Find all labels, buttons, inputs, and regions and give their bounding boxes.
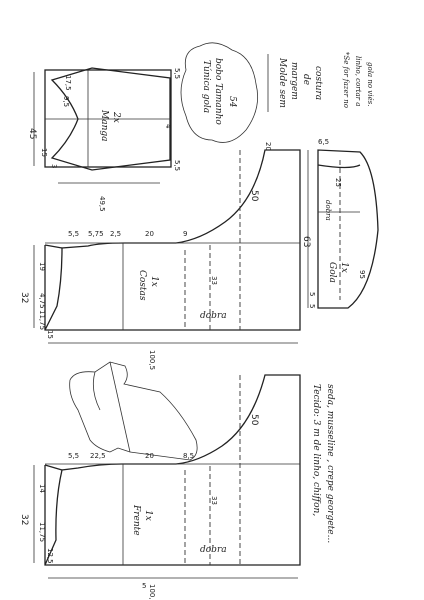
back-fold: dobra xyxy=(200,311,227,321)
back-dim-top: 20 xyxy=(264,142,272,151)
front-fold: dobra xyxy=(200,545,227,555)
note2-line2: linho, cortar a xyxy=(354,56,362,106)
front-dim-width: 32 xyxy=(19,514,29,525)
collar-dim-bottom-a: 5 xyxy=(308,292,316,296)
sleeve-dim-left-lower: 15 xyxy=(40,148,48,157)
sleeve-dim-right-bottom: 5,5 xyxy=(173,160,181,171)
collar-outline xyxy=(317,149,379,309)
sleeve-piece: 45 49,5 15 3 9,5 17,5 5,5 4 5,5 Manga 2x xyxy=(27,67,181,212)
collar-dim-bottom-b: 5 xyxy=(308,304,316,308)
note1-line1: Molde sem xyxy=(277,57,287,108)
back-dim-hem-side: 33 xyxy=(210,276,218,285)
collar-qty: 1x xyxy=(339,262,349,273)
tunic-sketch xyxy=(69,361,198,461)
collar-label: Gola xyxy=(327,262,337,283)
sketch-fold xyxy=(109,361,131,453)
sleeve-dim-height: 45 xyxy=(27,128,37,139)
front-qty: 1x xyxy=(143,510,153,521)
note2-line1: *Se for fazer no xyxy=(342,52,350,108)
note-linen: *Se for fazer no linho, cortar a gola no… xyxy=(342,52,374,108)
front-label: Frente xyxy=(131,504,141,536)
back-dim-left-c: 11,75 xyxy=(38,310,46,330)
fabric-note: Tecido: 3 m de linho, chiffon, seda, mus… xyxy=(311,384,335,543)
back-dim-shoulder-b: 2,5 xyxy=(110,230,121,238)
title-size: 54 xyxy=(227,96,237,108)
front-dim-shoulder: 22,5 xyxy=(90,452,106,460)
front-dim-height: 100,5 xyxy=(148,584,156,600)
note-seam-allowance: Molde sem margem de costura xyxy=(267,54,323,112)
front-dim-left-b: 11,75 xyxy=(38,522,46,542)
sleeve-dim-right-top: 5,5 xyxy=(173,68,181,79)
front-dim-armhole: 20 xyxy=(145,452,154,460)
back-dim-left-a: 19 xyxy=(38,262,46,271)
back-dim-neck: 5,5 xyxy=(68,230,79,238)
fabric-line1: Tecido: 3 m de linho, chiffon, xyxy=(311,384,321,516)
back-dim-left-b: 4,75 xyxy=(38,293,46,309)
back-dim-shoulder: 5,75 xyxy=(88,230,104,238)
front-outline xyxy=(44,374,301,566)
back-dim-height: 100,5 xyxy=(148,350,156,370)
sleeve-qty: 2x xyxy=(111,111,121,123)
note1-line4: costura xyxy=(313,66,323,100)
collar-top-curve xyxy=(317,164,361,169)
front-dim-bottom: 5 xyxy=(142,582,146,590)
front-dim-left-a: 14 xyxy=(38,484,46,493)
front-dim-neck: 5,5 xyxy=(68,452,79,460)
title-line1: Túnica gola xyxy=(201,60,212,113)
title-bubble xyxy=(180,42,259,143)
sleeve-dim-width: 49,5 xyxy=(98,196,106,212)
collar-dim-height: 63 xyxy=(301,236,311,247)
collar-dim-side: 25 xyxy=(334,178,342,187)
note2-line3: gola no viés. xyxy=(366,62,374,106)
sleeve-dim-left-small: 3 xyxy=(50,164,58,168)
sleeve-dim-right-side: 4 xyxy=(164,124,172,129)
front-dim-hem-side: 33 xyxy=(210,496,218,505)
sleeve-label: Manga xyxy=(99,109,109,142)
note1-line2: margem xyxy=(289,62,299,100)
sleeve-dim-top-a: 9,5 xyxy=(62,96,70,107)
sketch-drape xyxy=(92,371,101,411)
back-dim-armhole-b: 9 xyxy=(183,230,187,238)
title-line2: bobo Tamanho xyxy=(213,58,223,125)
fabric-line2: seda, musseline , crepe georgete... xyxy=(325,384,335,543)
back-qty: 1x xyxy=(149,276,159,287)
front-neck-top xyxy=(44,464,63,471)
back-dim-armhole: 20 xyxy=(145,230,154,238)
back-outline xyxy=(44,149,301,331)
collar-dim-curve: 95 xyxy=(358,270,366,279)
note1-line3: de xyxy=(301,74,311,85)
collar-fold: dobra xyxy=(324,200,332,221)
sleeve-shape xyxy=(50,67,171,171)
collar-piece: 6,5 63 25 5 5 95 dobra Gola 1x xyxy=(301,138,379,309)
front-dim-armhole-b: 8,5 xyxy=(183,452,194,460)
front-dim-side: 50 xyxy=(249,414,259,426)
front-dim-left-c: 12,5 xyxy=(46,548,54,564)
title-block: Túnica gola bobo Tamanho 54 xyxy=(180,42,259,143)
sketch-body xyxy=(69,361,198,461)
sleeve-dim-top-b: 17,5 xyxy=(64,75,72,91)
collar-dim-top: 6,5 xyxy=(318,138,329,146)
front-piece: 32 14 11,75 12,5 5,5 22,5 20 8,5 33 50 1… xyxy=(19,374,301,600)
back-dim-side: 50 xyxy=(249,190,259,202)
back-dim-bottom-left: 15 xyxy=(46,330,54,339)
back-piece: 32 19 4,75 11,75 15 5,5 5,75 2,5 20 9 33… xyxy=(19,142,301,370)
back-neck-top xyxy=(44,244,63,249)
back-dim-width: 32 xyxy=(19,292,29,303)
back-label: Costas xyxy=(137,270,147,301)
